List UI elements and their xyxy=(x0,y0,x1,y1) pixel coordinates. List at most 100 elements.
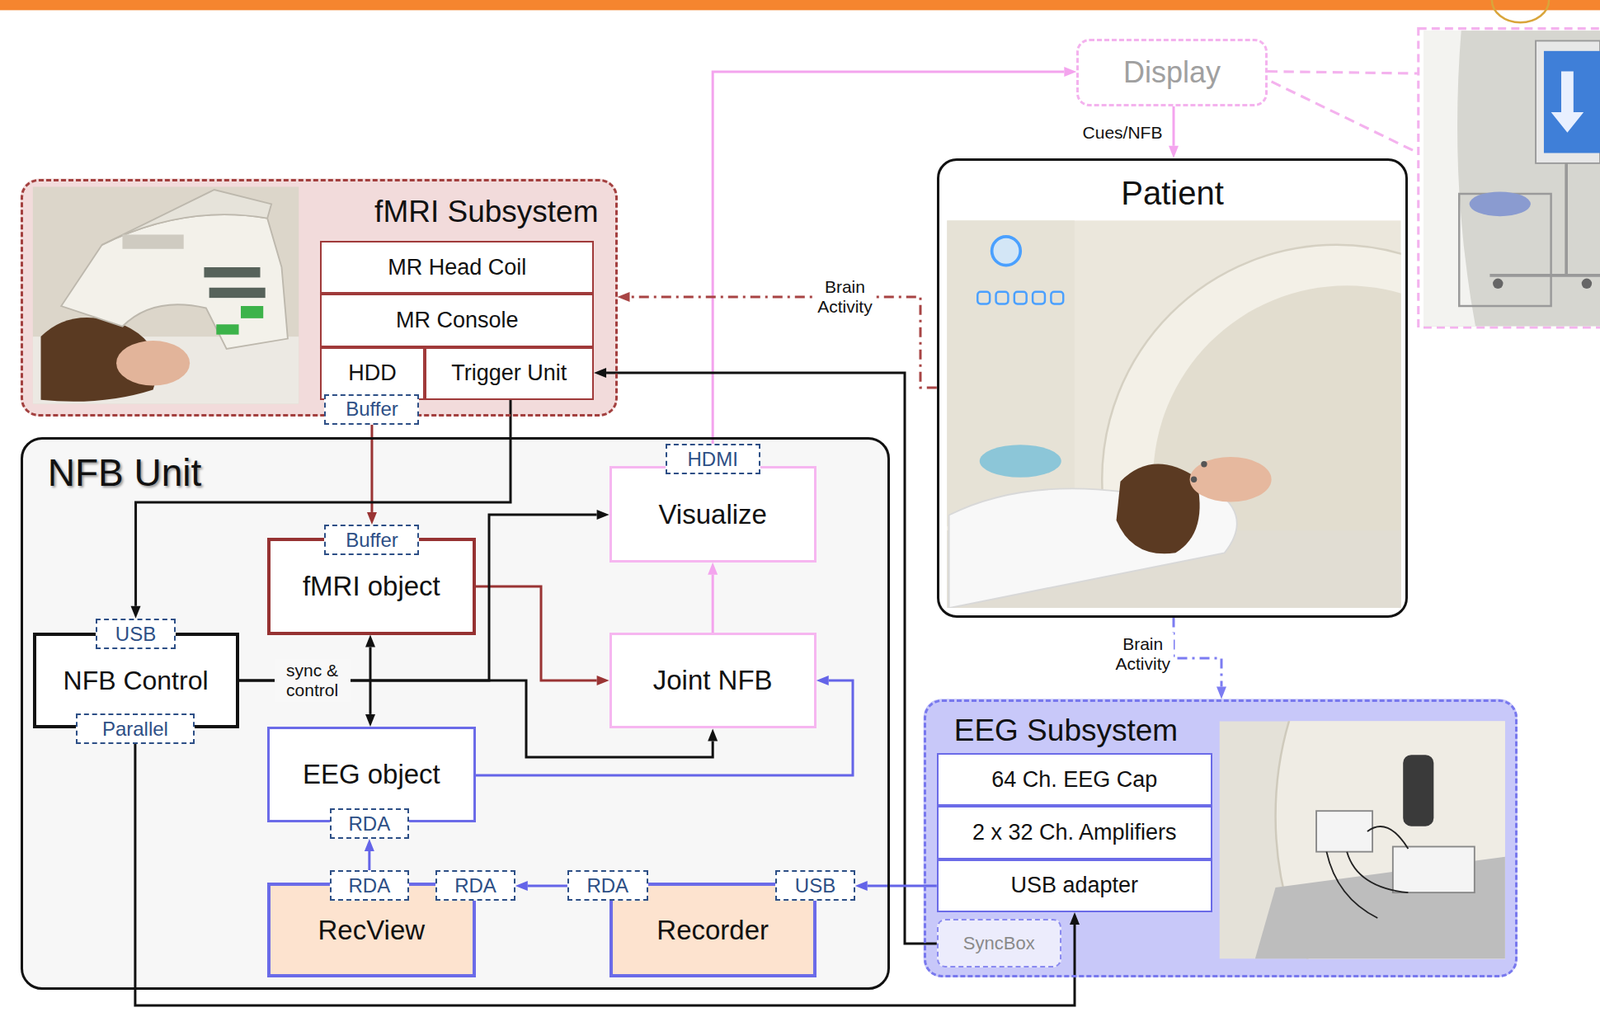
connector-line xyxy=(239,514,598,681)
patient-photo xyxy=(1014,291,1027,305)
port-tag: Parallel xyxy=(75,713,196,744)
fmri-photo xyxy=(61,214,288,349)
process-box: VisualizeHDMI xyxy=(609,465,817,562)
heading: EEG Subsystem xyxy=(954,713,1178,749)
node-label: RDA xyxy=(348,812,391,836)
arrowhead xyxy=(1168,145,1179,159)
process-box: MR Head Coil xyxy=(320,240,594,294)
hardware-box: 2 x 32 Ch. Amplifiers xyxy=(936,805,1213,859)
port-tag: USB xyxy=(95,618,176,650)
arrowhead xyxy=(707,562,718,575)
connector xyxy=(712,66,1077,444)
patient-photo xyxy=(1190,456,1272,502)
display-photo xyxy=(1581,278,1592,289)
patient-photo xyxy=(1050,291,1064,305)
arrowhead xyxy=(131,606,142,619)
process-box: RecorderRDAUSB xyxy=(609,882,817,978)
buffer-port: Buffer xyxy=(324,394,419,425)
subsystem-panel: EEG Subsystem 64 Ch. EEG Cap 2 x 32 Ch. Am… xyxy=(923,699,1518,979)
eeg-photo xyxy=(1392,846,1475,893)
fmri-photo xyxy=(203,267,260,278)
port-tag: RDA xyxy=(329,870,410,901)
process-box: EEG objectRDA xyxy=(267,726,476,823)
connector-line xyxy=(606,372,937,944)
edge-label: Brain Activity xyxy=(1111,632,1174,676)
connector-line xyxy=(711,574,715,633)
arrowhead xyxy=(597,675,610,686)
syncbox: SyncBox xyxy=(936,918,1062,968)
node-label: USB adapter xyxy=(1011,872,1139,899)
node-label: HDD xyxy=(348,360,397,386)
edge-label: sync & control xyxy=(274,658,351,702)
heading: Patient xyxy=(939,174,1407,212)
display-photo xyxy=(1267,71,1419,154)
node-label: RDA xyxy=(348,874,391,898)
node-label: Recorder xyxy=(656,914,769,946)
process-box: HDD xyxy=(320,347,424,400)
port-tag: RDA xyxy=(435,870,516,901)
buffer-port: Buffer xyxy=(324,524,419,556)
port-tag: RDA xyxy=(329,808,410,839)
node-label: Trigger Unit xyxy=(451,360,567,386)
node-label: USB xyxy=(795,874,836,898)
arrowhead xyxy=(617,291,631,302)
node-label: Visualize xyxy=(658,498,767,531)
hardware-box: USB adapter xyxy=(936,859,1213,913)
patient-panel: Patient xyxy=(936,158,1409,618)
connector-line xyxy=(1173,617,1222,688)
port-tag: USB xyxy=(775,870,856,901)
node-label: MR Console xyxy=(395,307,519,334)
header-bar xyxy=(0,0,1600,23)
connector-line xyxy=(1172,106,1176,146)
fmri-photo xyxy=(216,324,239,335)
display-photo xyxy=(1418,28,1600,328)
arrowhead xyxy=(1216,687,1227,700)
patient-photo xyxy=(992,236,1022,266)
process-box: RecViewRDARDA xyxy=(267,882,476,978)
node-label: EEG object xyxy=(302,758,441,791)
port-tag: HDMI xyxy=(665,443,761,475)
fmri-photo xyxy=(240,305,264,319)
eeg-photo xyxy=(1326,826,1408,918)
node-label: HDMI xyxy=(687,447,739,471)
header-bar xyxy=(1491,0,1549,23)
node-label: SyncBox xyxy=(963,932,1036,954)
fmri-photo xyxy=(116,340,190,386)
fmri-photo xyxy=(209,287,266,298)
arrowhead xyxy=(597,509,610,520)
process-box: Trigger Unit xyxy=(424,347,594,400)
fmri-photo xyxy=(32,186,300,404)
arrowhead xyxy=(855,880,868,891)
port-tag: RDA xyxy=(567,870,649,901)
display-photo xyxy=(1489,163,1600,276)
heading: NFB Unit xyxy=(47,451,203,495)
patient-photo xyxy=(1200,461,1207,467)
eeg-photo xyxy=(1219,720,1506,959)
node-label: 64 Ch. EEG Cap xyxy=(991,767,1158,793)
process-box: fMRI objectBuffer xyxy=(267,537,476,636)
connector xyxy=(364,838,375,871)
connector-line xyxy=(867,884,937,888)
node-label: 2 x 32 Ch. Amplifiers xyxy=(972,819,1177,846)
process-box: MR Console xyxy=(320,293,594,347)
fmri-photo xyxy=(122,234,184,249)
arrowhead xyxy=(365,635,376,648)
header-bar xyxy=(0,0,1600,10)
node-label: RecView xyxy=(318,914,426,946)
connector-line xyxy=(712,71,1064,444)
process-box: Joint NFB xyxy=(609,632,817,729)
display-photo xyxy=(1543,51,1600,154)
eeg-photo xyxy=(1316,810,1373,852)
node-label: Joint NFB xyxy=(653,664,773,697)
edge-label: Cues/NFB xyxy=(1079,121,1167,145)
arrowhead xyxy=(707,728,718,741)
node-label: Buffer xyxy=(345,528,399,552)
arrowhead xyxy=(593,367,607,378)
arrowhead xyxy=(365,714,376,727)
patient-photo xyxy=(946,220,1075,527)
panel-fill xyxy=(20,178,618,416)
display-photo xyxy=(1469,192,1531,217)
patient-photo xyxy=(977,291,990,305)
control-box: NFB ControlUSBParallel xyxy=(32,632,240,729)
